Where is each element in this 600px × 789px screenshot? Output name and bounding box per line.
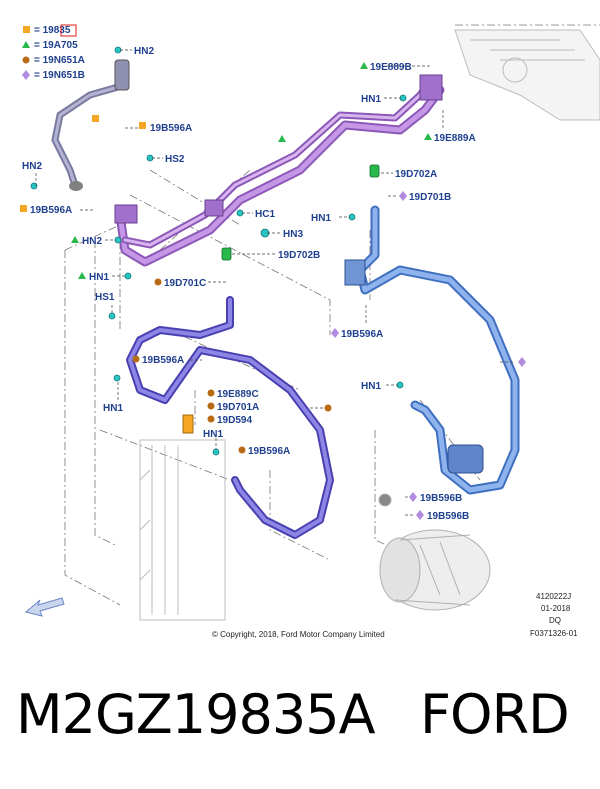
circle-marker-icon <box>207 415 215 423</box>
triangle-marker-icon <box>71 236 79 243</box>
circle-marker-icon <box>132 355 140 363</box>
circle-marker-icon <box>238 446 246 454</box>
diamond-marker-icon <box>399 191 407 201</box>
evaporator-housing <box>454 29 600 121</box>
legend-item-4: = 19N651B <box>34 70 85 81</box>
square-marker-icon <box>139 122 146 129</box>
legend-diamond-icon <box>22 70 30 80</box>
label-hs2: HS2 <box>165 154 185 165</box>
label-hn1-low2: HN1 <box>203 429 223 440</box>
label-hn1-top: HN1 <box>361 94 381 105</box>
circle-marker-icon <box>324 404 332 412</box>
green-fittings <box>221 164 380 261</box>
label-19d701c: 19D701C <box>164 278 206 289</box>
label-hn3: HN3 <box>283 229 303 240</box>
label-19b596b-2: 19B596B <box>427 511 469 522</box>
liquid-line <box>126 296 334 539</box>
legend-item-1: = 19835 <box>34 25 71 36</box>
brand-name: FORD <box>420 683 570 746</box>
label-19d701a: 19D701A <box>217 402 259 413</box>
copyright-text: © Copyright, 2018, Ford Motor Company Li… <box>212 630 385 639</box>
legend-square-icon <box>23 26 30 33</box>
legend-triangle-icon <box>22 41 30 48</box>
circle-marker-icon <box>154 278 162 286</box>
dashed-outline <box>64 24 600 606</box>
leader-lines <box>35 49 515 516</box>
label-19d702a: 19D702A <box>395 169 437 180</box>
left-hose <box>51 59 130 191</box>
diamond-marker-icon <box>331 328 339 338</box>
label-19b596a-left: 19B596A <box>30 205 72 216</box>
legend-item-2: = 19A705 <box>34 40 78 51</box>
triangle-marker-icon <box>360 62 368 69</box>
legend: = 19835 = 19A705 = 19N651A = 19N651B <box>22 24 85 81</box>
callout-markers <box>20 62 526 520</box>
label-hn1-lower: HN1 <box>103 403 123 414</box>
triangle-marker-icon <box>78 272 86 279</box>
diamond-marker-icon <box>409 492 417 502</box>
triangle-marker-icon <box>278 135 286 142</box>
legend-item-3: = 19N651A <box>34 55 85 66</box>
front-direction-arrow-icon <box>24 597 65 617</box>
code-1: 4120222J <box>536 592 571 601</box>
code-3: F0371326-01 <box>530 629 578 638</box>
label-19d701b: 19D701B <box>409 192 451 203</box>
label-19e889c: 19E889C <box>217 389 259 400</box>
label-19e889b: 19E889B <box>370 62 412 73</box>
label-hn2-top: HN2 <box>134 46 154 57</box>
circle-marker-icon <box>207 402 215 410</box>
label-hn2-mid: HN2 <box>82 236 102 247</box>
part-labels: HN2 19B596A HS2 HN2 19B596A HC1 HN3 HN2 … <box>22 46 476 522</box>
label-hn1-mid: HN1 <box>89 272 109 283</box>
label-hn1-comp: HN1 <box>361 381 381 392</box>
parts-diagram: = 19835 = 19A705 = 19N651A = 19N651B <box>20 24 600 639</box>
suction-line <box>114 74 445 267</box>
legend-circle-icon <box>22 56 30 64</box>
circle-marker-icon <box>207 389 215 397</box>
legend-highlight-box <box>60 24 77 37</box>
label-19b596a-mid: 19B596A <box>142 355 184 366</box>
label-hn1-right: HN1 <box>311 213 331 224</box>
triangle-marker-icon <box>424 133 432 140</box>
label-19d594: 19D594 <box>217 415 252 426</box>
label-19b596a-right: 19B596A <box>341 329 383 340</box>
square-marker-icon <box>20 205 27 212</box>
diagram-metadata: © Copyright, 2018, Ford Motor Company Li… <box>212 592 578 639</box>
square-marker-icon <box>92 115 99 122</box>
date-code: 01-2018 <box>541 604 571 613</box>
label-19d702b: 19D702B <box>278 250 320 261</box>
diamond-marker-icon <box>518 357 526 367</box>
condenser <box>139 439 226 621</box>
label-19b596a-low: 19B596A <box>248 446 290 457</box>
label-19b596a-1: 19B596A <box>150 123 192 134</box>
label-hc1: HC1 <box>255 209 275 220</box>
discharge-line <box>344 205 520 495</box>
diamond-marker-icon <box>416 510 424 520</box>
label-hn2-left: HN2 <box>22 161 42 172</box>
compressor <box>378 493 491 611</box>
part-number: M2GZ19835A <box>16 683 376 746</box>
code-2: DQ <box>549 616 561 625</box>
label-19e889a: 19E889A <box>434 133 476 144</box>
label-19b596b-1: 19B596B <box>420 493 462 504</box>
label-hs1: HS1 <box>95 292 115 303</box>
